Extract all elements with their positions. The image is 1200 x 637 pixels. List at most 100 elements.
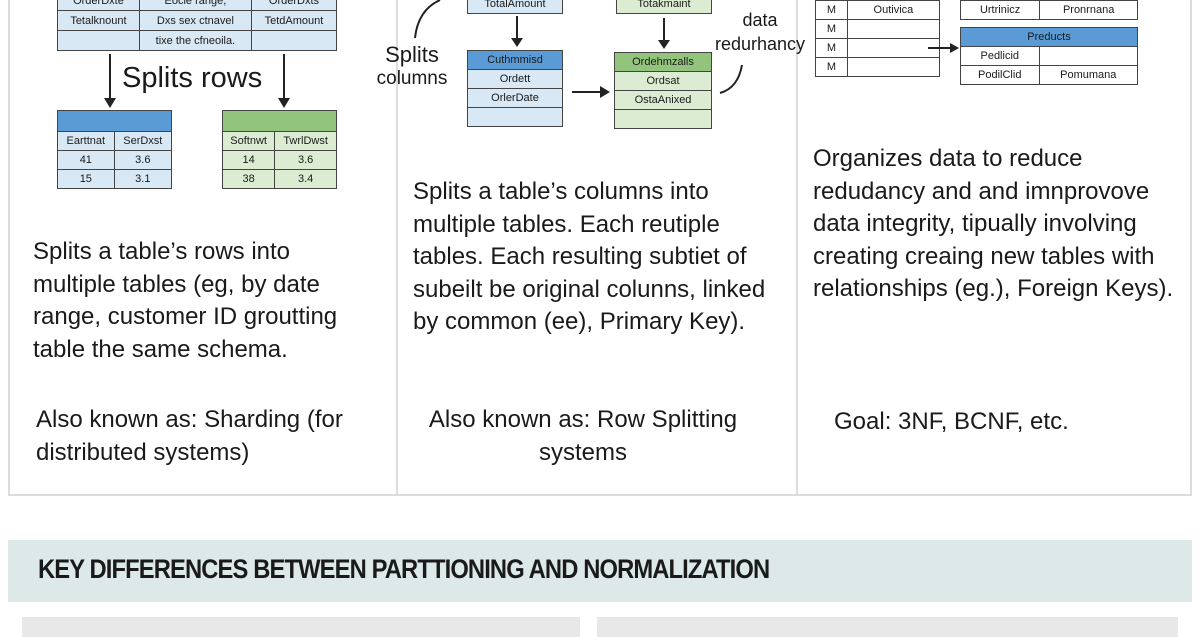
section-title: KEY DIFFERENCES BETWEEN PARTTIONING AND … (38, 554, 770, 584)
table-cell: Tetalknount (57, 10, 140, 31)
table-cell (846, 57, 941, 77)
label-line: columns (376, 68, 448, 89)
partitioning-aka: Also known as: Sharding (for distributed… (36, 406, 343, 466)
table-cell: Softnwt (221, 131, 276, 151)
table-cell: Eocle range, (138, 0, 252, 11)
arrow-right-icon (928, 43, 959, 53)
table-cell: TetdAmount (250, 10, 338, 31)
table-header-row (222, 110, 337, 132)
table-row: M (815, 19, 941, 39)
label-line: data (742, 10, 778, 30)
table-cell: Pomumana (1038, 65, 1138, 85)
connector-arrows (414, 0, 743, 98)
table-header: Cuthmmisd (467, 50, 563, 70)
table-cell: OstaAnixed (614, 90, 712, 110)
table-cell (846, 38, 941, 58)
table-row: OstaAnixed (614, 90, 712, 110)
difference-card (22, 617, 580, 637)
table-cell: 3.4 (274, 169, 337, 189)
table-cell: 15 (57, 169, 115, 189)
table-cell: M (815, 0, 848, 20)
normalization-goal: Goal: 3NF, BCNF, etc. (834, 408, 1069, 435)
table-row: Ordsat (614, 71, 712, 91)
table-cell: Pronrnana (1039, 0, 1138, 20)
table-row (614, 109, 712, 129)
difference-card (597, 617, 1178, 637)
label-line: Splits (385, 42, 439, 67)
table-cell (846, 19, 941, 39)
table-cell: tixe the cfneoila. (138, 30, 252, 51)
table-cell: OrderDxts (250, 0, 338, 11)
table-cell: Pedlicid (960, 46, 1040, 66)
table-cell: 14 (221, 150, 276, 170)
table-row: Pedlicid (960, 46, 1138, 66)
key-differences-header: KEY DIFFERENCES BETWEEN PARTTIONING AND … (8, 540, 1192, 602)
table-cell: 3.6 (274, 150, 337, 170)
table-cell: 3.6 (113, 150, 173, 170)
table-cell: 3.1 (113, 169, 173, 189)
partitioning-description: Splits a table’s rows into multiple tabl… (33, 238, 338, 363)
top-right-table: Totakmaint (616, 0, 712, 14)
table-header-row (57, 110, 172, 132)
vertical-description: Splits a table’s columns into multiple t… (413, 178, 766, 335)
splits-columns-label: Splits columns (372, 42, 452, 90)
normalization-description: Organizes data to reduce redudancy and a… (813, 145, 1174, 302)
column-divider (796, 0, 798, 496)
table-cell: OrderDxte (57, 0, 140, 11)
table-header-row: Cuthmmisd (467, 50, 563, 70)
table-header (222, 110, 337, 132)
table-row: OrlerDate (467, 88, 563, 108)
table-row: tixe the cfneoila. (57, 30, 338, 51)
table-cell: Outivica (846, 0, 941, 20)
table-cell: SerDxst (113, 131, 173, 151)
table-cell (250, 30, 338, 51)
top-left-table: TotalAmount (467, 0, 563, 14)
table-header-row: Ordehmzalls (614, 52, 712, 72)
table-cell: 38 (221, 169, 276, 189)
data-redundancy-label: data redurhancy (710, 8, 810, 56)
table-cell: Ordett (467, 69, 563, 89)
splits-rows-label: Splits rows (122, 62, 263, 94)
table-cell (467, 107, 563, 127)
label-line: redurhancy (714, 34, 806, 54)
table-cell: M (815, 57, 848, 77)
table-cell: M (815, 38, 848, 58)
table-cell (57, 30, 140, 51)
table-cell: PodilClid (960, 65, 1040, 85)
table-cell: Urtrinicz (959, 0, 1041, 20)
table-cell (1038, 46, 1138, 66)
table-cell: Earttnat (57, 131, 115, 151)
table-cell: Ordsat (614, 71, 712, 91)
arrow-down-icon (104, 54, 290, 108)
table-cell: 41 (57, 150, 115, 170)
vertical-aka: Also known as: Row Splitting systems (428, 406, 738, 466)
table-row: M (815, 38, 941, 58)
table-cell: OrlerDate (467, 88, 563, 108)
table-cell: Dxs sex ctnavel (138, 10, 252, 31)
table-header: Ordehmzalls (614, 52, 712, 72)
table-header (57, 110, 172, 132)
table-cell: Totakmaint (616, 0, 712, 14)
table-cell: TwrlDwst (274, 131, 337, 151)
table-row (467, 107, 563, 127)
table-cell (614, 109, 712, 129)
table-cell: M (815, 19, 848, 39)
table-row: Ordett (467, 69, 563, 89)
